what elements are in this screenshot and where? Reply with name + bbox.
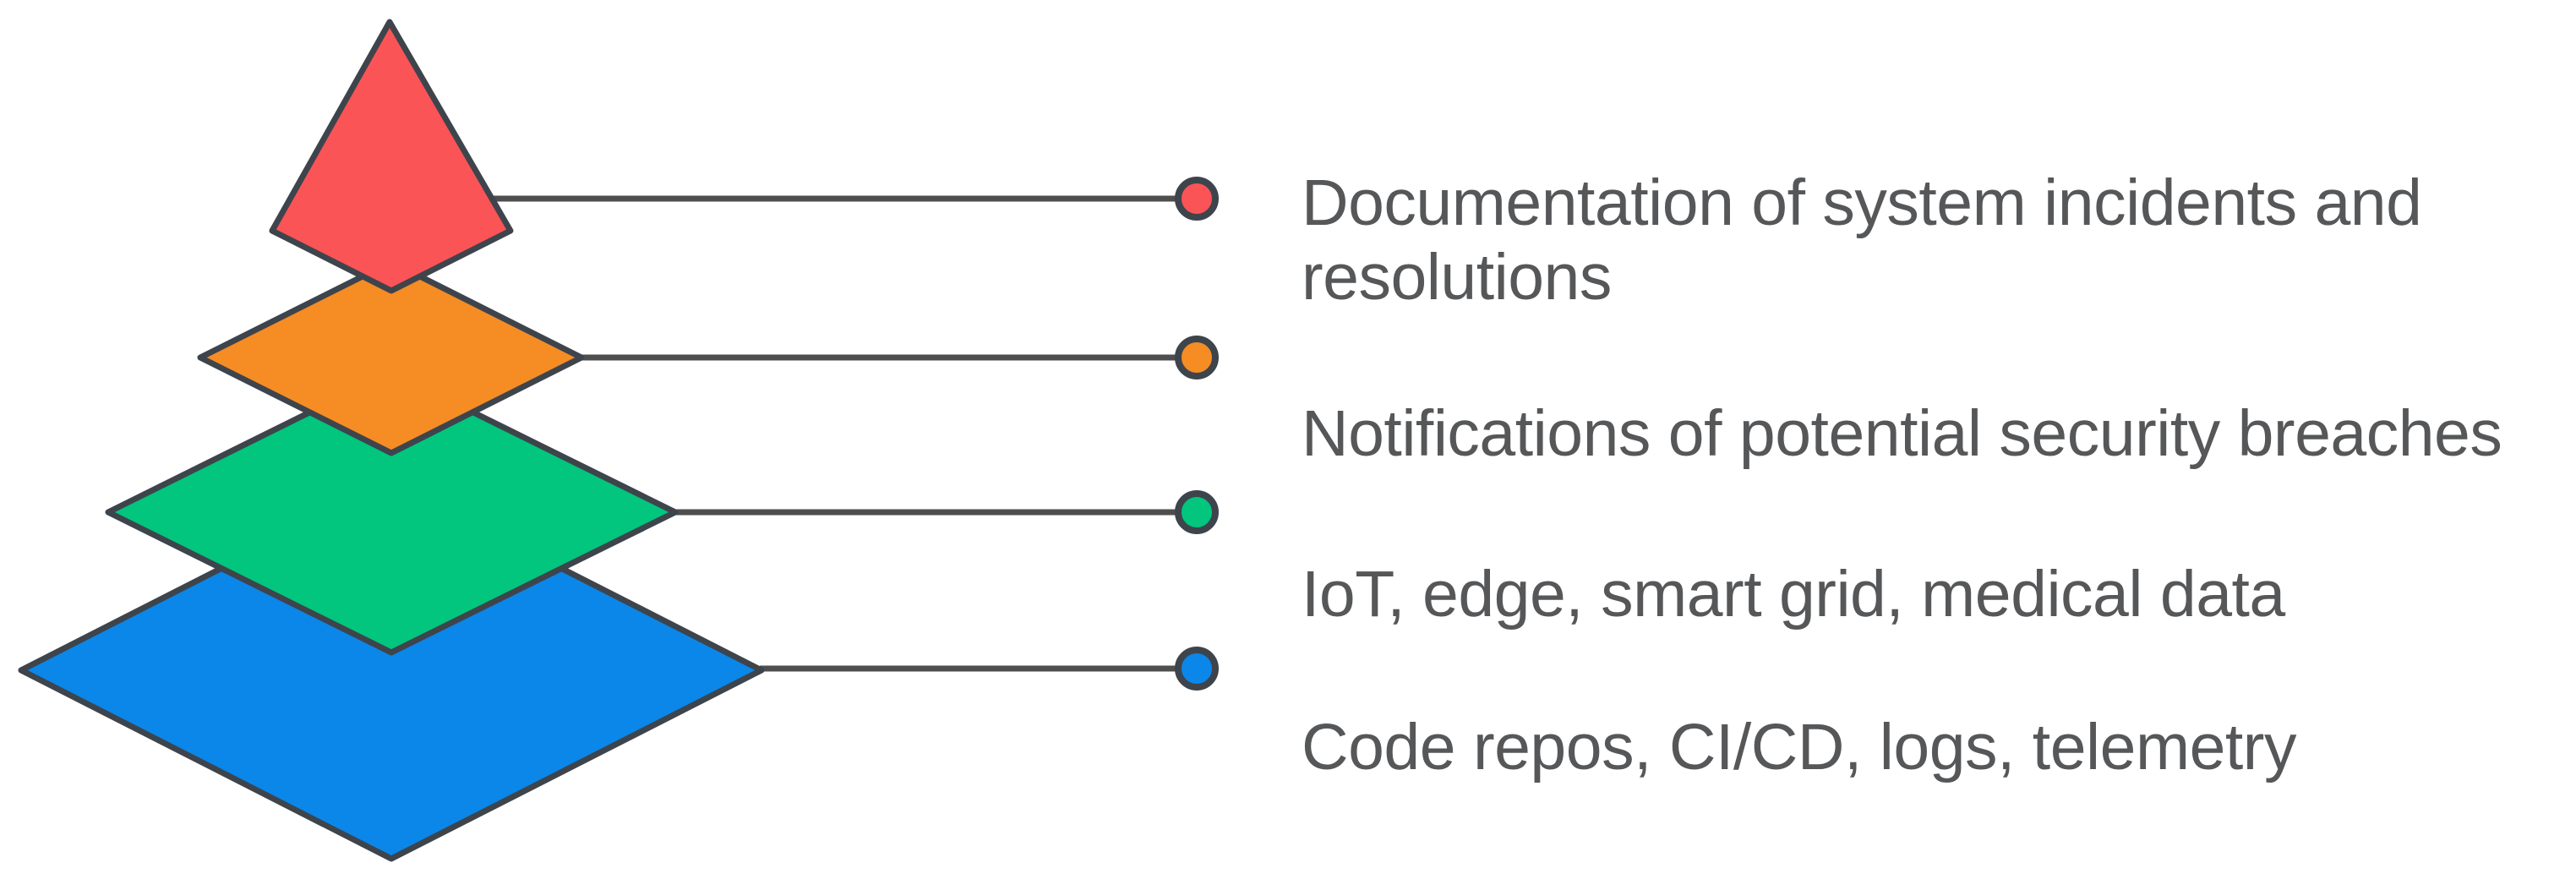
level-3-label: IoT, edge, smart grid, medical data (1302, 558, 2285, 631)
level-4-label: Code repos, CI/CD, logs, telemetry (1302, 711, 2296, 783)
pyramid-level-4-shape (18, 478, 765, 862)
pyramid-level-3-shape (105, 369, 679, 656)
connector-dot-level-3 (1175, 490, 1219, 534)
pyramid-level-1-shape (269, 19, 514, 294)
connector-dot-level-2 (1175, 336, 1219, 379)
connector-dot-level-1 (1175, 177, 1219, 221)
pyramid-level-2-shape (197, 259, 585, 456)
level-2-label: Notifications of potential security brea… (1302, 397, 2502, 470)
level-1-label: Documentation of system incidents and re… (1302, 167, 2422, 314)
connector-dot-level-4 (1175, 647, 1219, 691)
